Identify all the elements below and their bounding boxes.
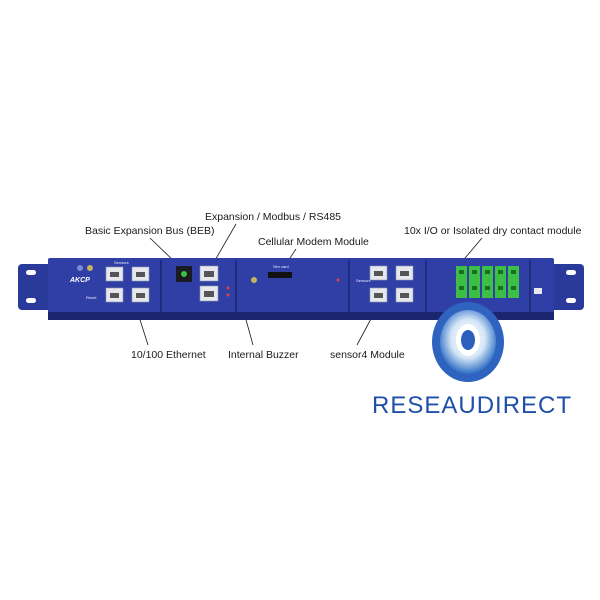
akcp-logo: AKCP: [69, 277, 90, 284]
label-ethernet: 10/100 Ethernet: [131, 349, 206, 361]
rack-device: AKCP Reset Sensors Sim card Sensors: [18, 258, 584, 320]
label-cellular-modem: Cellular Modem Module: [258, 236, 369, 248]
brand-name: RESEAUDIRECT: [372, 392, 573, 419]
panel-reset-text: Reset: [86, 295, 97, 300]
globe-logo-icon: [432, 302, 504, 382]
label-expansion-modbus: Expansion / Modbus / RS485: [205, 211, 341, 223]
sim-card-slot: [268, 272, 292, 278]
antenna-connector: [251, 277, 257, 283]
label-sensor4-module: sensor4 Module: [330, 349, 405, 361]
sensor-ports: [105, 266, 150, 303]
chassis-front: [48, 258, 554, 316]
panel-sim-text: Sim card: [273, 264, 289, 269]
label-internal-buzzer: Internal Buzzer: [228, 349, 299, 361]
label-basic-expansion-bus: Basic Expansion Bus (BEB): [85, 225, 215, 237]
panel-sensors2-text: Sensors: [356, 278, 371, 283]
panel-sensors-text: Sensors: [114, 260, 129, 265]
io-terminal-blocks: [456, 266, 519, 298]
label-io-module: 10x I/O or Isolated dry contact module: [404, 225, 582, 237]
